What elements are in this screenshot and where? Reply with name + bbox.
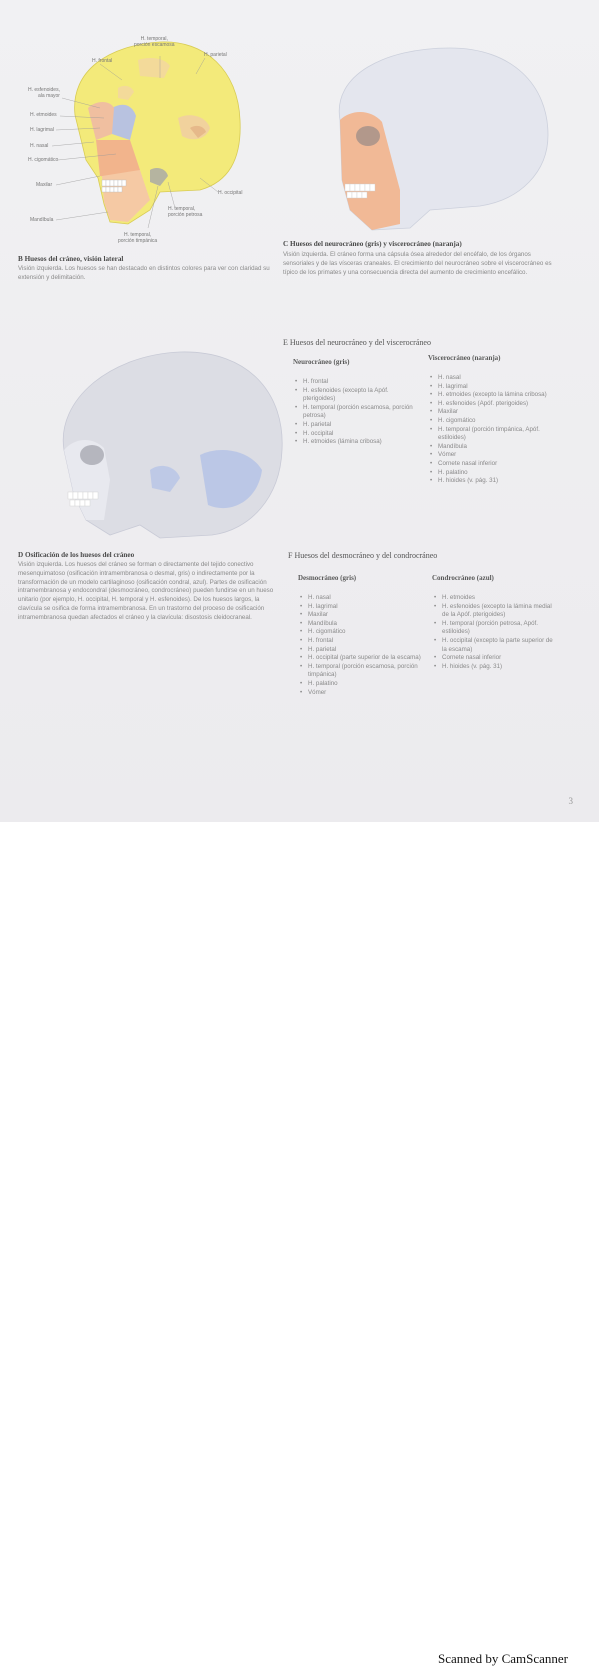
list-item: H. nasal — [428, 374, 552, 383]
list-item: Cornete nasal inferior — [432, 654, 556, 663]
scanned-page: H. temporal, porción escamosa H. frontal… — [0, 0, 599, 822]
list-item: H. esfenoides (Apóf. pterigoides) — [428, 400, 552, 409]
list-item: H. occipital — [293, 430, 415, 439]
list-item: Cornete nasal inferior — [428, 460, 552, 469]
list-item: H. parietal — [298, 646, 424, 655]
list-item: H. etmoides (lámina cribosa) — [293, 438, 415, 447]
label-etmoides: H. etmoides — [30, 112, 57, 118]
label-nasal: H. nasal — [30, 143, 49, 149]
figure-b-skull — [51, 41, 241, 229]
section-e-title: E Huesos del neurocráneo y del viscerocr… — [283, 338, 431, 347]
list-item: H. temporal (porción timpánica, Apóf. es… — [428, 426, 552, 443]
scanner-footer-bar: Scanned by CamScanner — [0, 822, 599, 1666]
section-e-col1-heading: Neurocráneo (gris) — [293, 358, 350, 366]
list-item: H. temporal (porción petrosa, Apóf. esti… — [432, 620, 556, 637]
list-item: H. hioides (v. pág. 31) — [432, 663, 556, 672]
list-item: H. etmoides (excepto la lámina cribosa) — [428, 391, 552, 400]
figure-c-skull — [338, 47, 549, 231]
label-occipital: H. occipital — [218, 190, 243, 196]
label-cigomatico: H. cigomático — [28, 157, 59, 163]
list-item: H. esfenoides (excepto la lámina medial … — [432, 603, 556, 620]
list-item: H. lagrimal — [298, 603, 424, 612]
figure-c-text: Visión izquierda. El cráneo forma una cá… — [283, 251, 552, 276]
list-item: Vómer — [298, 689, 424, 698]
list-item: H. nasal — [298, 594, 424, 603]
label-frontal: H. frontal — [92, 58, 113, 64]
label-temporal-petrosa: H. temporal, porción petrosa — [168, 206, 203, 218]
label-parietal: H. parietal — [204, 52, 227, 58]
list-item: H. palatino — [428, 469, 552, 478]
label-temporal-escamosa: H. temporal, porción escamosa — [134, 36, 175, 48]
figure-d-skull — [62, 351, 283, 539]
section-f-col2-heading: Condrocráneo (azul) — [432, 574, 494, 582]
list-item: H. lagrimal — [428, 383, 552, 392]
page-number: 3 — [568, 796, 574, 806]
list-item: H. hioides (v. pág. 31) — [428, 477, 552, 486]
section-f-title: F Huesos del desmocráneo y del condrocrá… — [288, 551, 438, 560]
section-f-col1-heading: Desmocráneo (gris) — [298, 574, 357, 582]
list-item: H. etmoides — [432, 594, 556, 603]
label-esfenoides: H. esfenoides, ala mayor — [28, 87, 60, 99]
figure-b-text: Visión izquierda. Los huesos se han dest… — [18, 265, 270, 281]
section-f-col2-list: H. etmoides H. esfenoides (excepto la lá… — [432, 594, 556, 671]
list-item: H. frontal — [298, 637, 424, 646]
list-item: H. frontal — [293, 378, 415, 387]
label-maxilar: Maxilar — [36, 182, 53, 188]
list-item: H. cigomático — [428, 417, 552, 426]
list-item: Mandíbula — [298, 620, 424, 629]
label-lagrimal: H. lagrimal — [30, 127, 54, 133]
list-item: H. esfenoides (excepto la Apóf. pterigoi… — [293, 387, 415, 404]
list-item: Vómer — [428, 451, 552, 460]
list-item: Maxilar — [428, 408, 552, 417]
section-f-col1-list: H. nasal H. lagrimal Maxilar Mandíbula H… — [298, 594, 424, 697]
figure-d-text: Visión izquierda. Los huesos del cráneo … — [18, 561, 274, 621]
list-item: H. cigomático — [298, 628, 424, 637]
list-item: H. palatino — [298, 680, 424, 689]
section-e-col1-list: H. frontal H. esfenoides (excepto la Apó… — [293, 378, 415, 447]
list-item: H. temporal (porción escamosa, porción p… — [293, 404, 415, 421]
figure-d-title: D Osificación de los huesos del cráneo — [18, 551, 135, 559]
figure-c-title: C Huesos del neurocráneo (gris) y viscer… — [283, 240, 462, 248]
list-item: Maxilar — [298, 611, 424, 620]
section-e-col2-list: H. nasal H. lagrimal H. etmoides (except… — [428, 374, 552, 486]
label-mandibula: Mandíbula — [30, 217, 54, 223]
section-e-col2-heading: Viscerocráneo (naranja) — [428, 354, 501, 362]
skull-illustrations — [51, 41, 549, 539]
list-item: H. temporal (porción escamosa, porción t… — [298, 663, 424, 680]
list-item: H. occipital (parte superior de la escam… — [298, 654, 424, 663]
scanner-watermark: Scanned by CamScanner — [438, 1651, 568, 1666]
label-temporal-timpanica: H. temporal, porción timpánica — [118, 232, 158, 244]
figure-b-title: B Huesos del cráneo, visión lateral — [18, 255, 124, 263]
list-item: H. parietal — [293, 421, 415, 430]
list-item: Mandíbula — [428, 443, 552, 452]
list-item: H. occipital (excepto la parte superior … — [432, 637, 556, 654]
